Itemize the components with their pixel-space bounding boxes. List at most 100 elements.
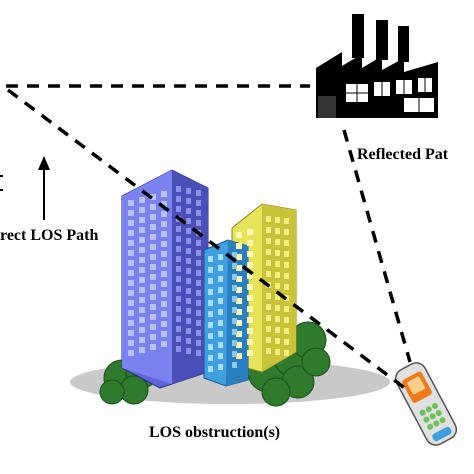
building-window [266, 315, 271, 321]
building-window [139, 337, 145, 343]
building-window [266, 271, 271, 277]
building-windows [128, 186, 289, 372]
building-window [232, 274, 237, 280]
building-window [232, 307, 237, 313]
building-window [247, 350, 253, 356]
building-window [218, 342, 223, 348]
building-window [176, 316, 181, 322]
building-window [176, 346, 181, 352]
building-window [176, 266, 181, 272]
building-window [266, 227, 271, 233]
building-window [139, 217, 145, 223]
building-window [275, 294, 280, 300]
building-window [196, 200, 201, 206]
building-window [128, 340, 134, 346]
building-window [236, 276, 242, 282]
building-window [284, 229, 289, 235]
building-window [128, 330, 134, 336]
building-window [139, 197, 145, 203]
building-window [176, 196, 181, 202]
building-window [208, 355, 213, 361]
building-window [176, 226, 181, 232]
building-window [161, 271, 167, 277]
building-window [161, 311, 167, 317]
building-window [232, 351, 237, 357]
building-window [150, 254, 156, 260]
building-window [218, 276, 223, 282]
building-window [139, 327, 145, 333]
building-window [208, 333, 213, 339]
building-window [218, 353, 223, 359]
building-window [128, 230, 134, 236]
building-window [266, 326, 271, 332]
building-window [128, 310, 134, 316]
building-window [266, 304, 271, 310]
building-window [275, 250, 280, 256]
building-window [236, 232, 242, 238]
building-window [284, 284, 289, 290]
building-window [186, 318, 191, 324]
building-window [247, 273, 253, 279]
building-window [139, 247, 145, 253]
building-window [161, 251, 167, 257]
building-window [266, 238, 271, 244]
building-window [139, 287, 145, 293]
building-window [161, 191, 167, 197]
building-window [218, 298, 223, 304]
building-window [218, 265, 223, 271]
building-window [176, 236, 181, 242]
building-window [150, 294, 156, 300]
building-window [196, 220, 201, 226]
building-window [186, 198, 191, 204]
building-window [275, 239, 280, 245]
building-window [186, 188, 191, 194]
building-window [176, 336, 181, 342]
building-window [139, 277, 145, 283]
building-window [196, 210, 201, 216]
building-window [150, 314, 156, 320]
building-window [208, 256, 213, 262]
building-window [139, 207, 145, 213]
building-window [284, 262, 289, 268]
building-window [196, 260, 201, 266]
building-window [266, 249, 271, 255]
building-window [161, 231, 167, 237]
building-window [284, 273, 289, 279]
building-window [150, 304, 156, 310]
building-window [186, 248, 191, 254]
building-window [161, 301, 167, 307]
building-window [232, 329, 237, 335]
building-window [236, 331, 242, 337]
building-window [128, 260, 134, 266]
building-window [247, 284, 253, 290]
building-window [161, 281, 167, 287]
building-window [275, 272, 280, 278]
building-window [236, 254, 242, 260]
building-window [186, 278, 191, 284]
building-window [196, 320, 201, 326]
factory-icon [316, 14, 438, 118]
building-window [128, 210, 134, 216]
building-window [284, 218, 289, 224]
building-window [186, 218, 191, 224]
building-window [150, 264, 156, 270]
building-window [196, 300, 201, 306]
building-window [186, 338, 191, 344]
building-window [284, 317, 289, 323]
building-window [128, 280, 134, 286]
building-window [218, 309, 223, 315]
reflected-path-label: Reflected Pat [357, 146, 449, 163]
building-window [150, 194, 156, 200]
building-window [275, 217, 280, 223]
building-window [266, 293, 271, 299]
building-window [247, 339, 253, 345]
left-edge-marks [0, 175, 3, 191]
building-window [176, 186, 181, 192]
building-window [247, 262, 253, 268]
building-window [232, 252, 237, 258]
building-window [150, 324, 156, 330]
building-window [275, 316, 280, 322]
building-window [247, 251, 253, 257]
los-obstruction-label: LOS obstruction(s) [149, 424, 281, 441]
